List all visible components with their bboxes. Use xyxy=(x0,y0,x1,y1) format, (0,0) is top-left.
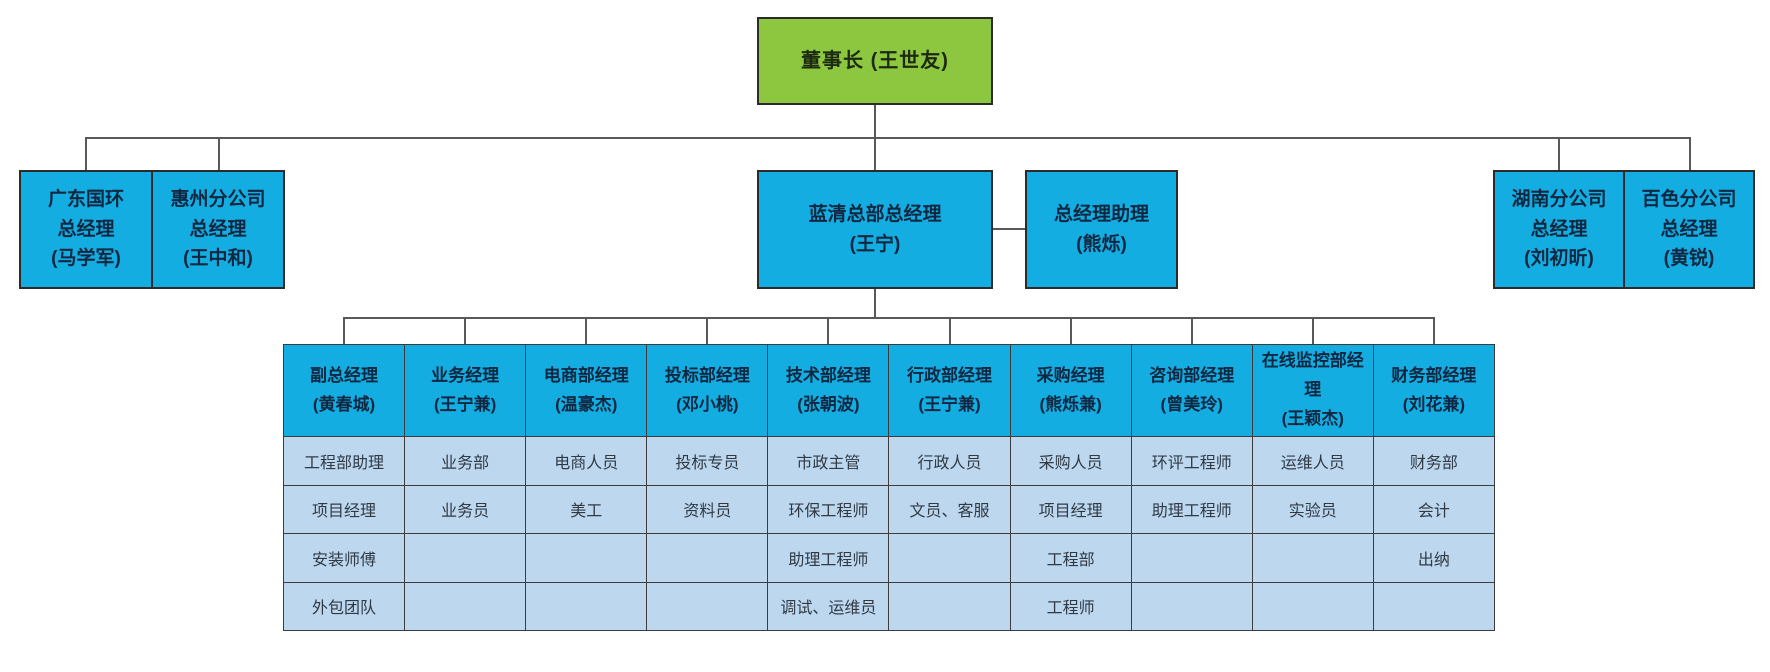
connector-line xyxy=(464,317,466,344)
connector-line xyxy=(343,317,345,344)
hq-gm-box: 蓝清总部总经理 (王宁) xyxy=(757,170,993,289)
connector-line xyxy=(827,317,829,344)
dept-cell: 会计 xyxy=(1372,484,1496,534)
dept-cell xyxy=(1130,581,1253,631)
dept-cell xyxy=(404,581,527,631)
dept-cell: 市政主管 xyxy=(767,436,890,486)
connector-line xyxy=(1433,317,1435,344)
dept-header-cell: 业务经理 (王宁兼) xyxy=(404,344,527,437)
dept-header-cell: 投标部经理 (邓小桃) xyxy=(646,344,769,437)
dept-cell xyxy=(888,581,1011,631)
dept-cell: 运维人员 xyxy=(1251,436,1374,486)
branch-box-hunan: 湖南分公司 总经理 (刘初昕) xyxy=(1495,172,1623,287)
dept-header-cell: 财务部经理 (刘花兼) xyxy=(1372,344,1496,437)
connector-line xyxy=(874,289,876,319)
dept-cell xyxy=(404,533,527,583)
dept-header-cell: 采购经理 (熊烁兼) xyxy=(1009,344,1132,437)
dept-cell: 项目经理 xyxy=(1009,484,1132,534)
dept-cell: 项目经理 xyxy=(282,484,406,534)
dept-cell: 工程部助理 xyxy=(282,436,406,486)
dept-cell: 助理工程师 xyxy=(767,533,890,583)
connector-line xyxy=(993,228,1025,230)
dept-cell: 工程师 xyxy=(1009,581,1132,631)
connector-line xyxy=(1558,137,1560,170)
left-branch-group: 广东国环 总经理 (马学军) 惠州分公司 总经理 (王中和) xyxy=(19,170,285,289)
dept-cell: 环评工程师 xyxy=(1130,436,1253,486)
dept-cell: 助理工程师 xyxy=(1130,484,1253,534)
chairman-box: 董事长 (王世友) xyxy=(757,17,993,105)
dept-cell xyxy=(1130,533,1253,583)
dept-cell: 投标专员 xyxy=(646,436,769,486)
dept-cell xyxy=(888,533,1011,583)
dept-header-cell: 在线监控部经理 (王颖杰) xyxy=(1251,344,1374,437)
dept-header-cell: 副总经理 (黄春城) xyxy=(282,344,406,437)
dept-cell xyxy=(646,533,769,583)
dept-header-cell: 咨询部经理 (曾美玲) xyxy=(1130,344,1253,437)
dept-header-cell: 技术部经理 (张朝波) xyxy=(767,344,890,437)
connector-line xyxy=(949,317,951,344)
connector-line xyxy=(85,137,87,170)
right-branch-group: 湖南分公司 总经理 (刘初昕) 百色分公司 总经理 (黄锐) xyxy=(1493,170,1755,289)
connector-line xyxy=(218,137,220,170)
dept-cell xyxy=(1372,581,1496,631)
dept-cell: 外包团队 xyxy=(282,581,406,631)
branch-box-huizhou: 惠州分公司 总经理 (王中和) xyxy=(151,172,283,287)
dept-cell xyxy=(525,581,648,631)
connector-line xyxy=(85,137,1690,139)
dept-cell: 美工 xyxy=(525,484,648,534)
connector-line xyxy=(1191,317,1193,344)
dept-cell: 调试、运维员 xyxy=(767,581,890,631)
connector-line xyxy=(343,317,1435,319)
dept-header-cell: 电商部经理 (温豪杰) xyxy=(525,344,648,437)
connector-line xyxy=(706,317,708,344)
connector-line xyxy=(585,317,587,344)
dept-cell: 安装师傅 xyxy=(282,533,406,583)
dept-cell: 出纳 xyxy=(1372,533,1496,583)
dept-cell: 文员、客服 xyxy=(888,484,1011,534)
dept-header-cell: 行政部经理 (王宁兼) xyxy=(888,344,1011,437)
dept-cell: 财务部 xyxy=(1372,436,1496,486)
dept-cell: 业务部 xyxy=(404,436,527,486)
dept-cell xyxy=(646,581,769,631)
dept-cell: 业务员 xyxy=(404,484,527,534)
dept-cell: 电商人员 xyxy=(525,436,648,486)
branch-box-guangdong: 广东国环 总经理 (马学军) xyxy=(21,172,151,287)
dept-cell: 行政人员 xyxy=(888,436,1011,486)
dept-cell: 工程部 xyxy=(1009,533,1132,583)
dept-cell xyxy=(1251,533,1374,583)
dept-cell xyxy=(1251,581,1374,631)
dept-cell xyxy=(525,533,648,583)
gm-assistant-box: 总经理助理 (熊烁) xyxy=(1025,170,1178,289)
dept-cell: 实验员 xyxy=(1251,484,1374,534)
branch-box-baise: 百色分公司 总经理 (黄锐) xyxy=(1623,172,1753,287)
connector-line xyxy=(1312,317,1314,344)
connector-line xyxy=(1689,137,1691,170)
dept-cell: 资料员 xyxy=(646,484,769,534)
dept-cell: 环保工程师 xyxy=(767,484,890,534)
dept-cell: 采购人员 xyxy=(1009,436,1132,486)
department-table: 副总经理 (黄春城)业务经理 (王宁兼)电商部经理 (温豪杰)投标部经理 (邓小… xyxy=(282,344,1496,631)
connector-line xyxy=(1070,317,1072,344)
